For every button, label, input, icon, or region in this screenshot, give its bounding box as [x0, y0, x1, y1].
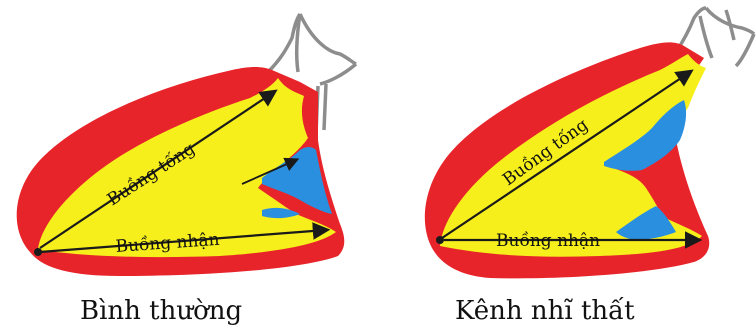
apex-point-av-canal — [436, 236, 444, 244]
caption-av-canal: Kênh nhĩ thất — [455, 296, 635, 326]
label-inflow-av-canal: Buồng nhận — [496, 231, 600, 251]
apex-point-normal — [34, 248, 42, 256]
panel-av-canal: Buồng tống Buồng nhận — [425, 8, 754, 278]
caption-normal: Bình thường — [80, 296, 242, 326]
panel-normal: Buồng tống Buồng nhận — [17, 14, 356, 276]
